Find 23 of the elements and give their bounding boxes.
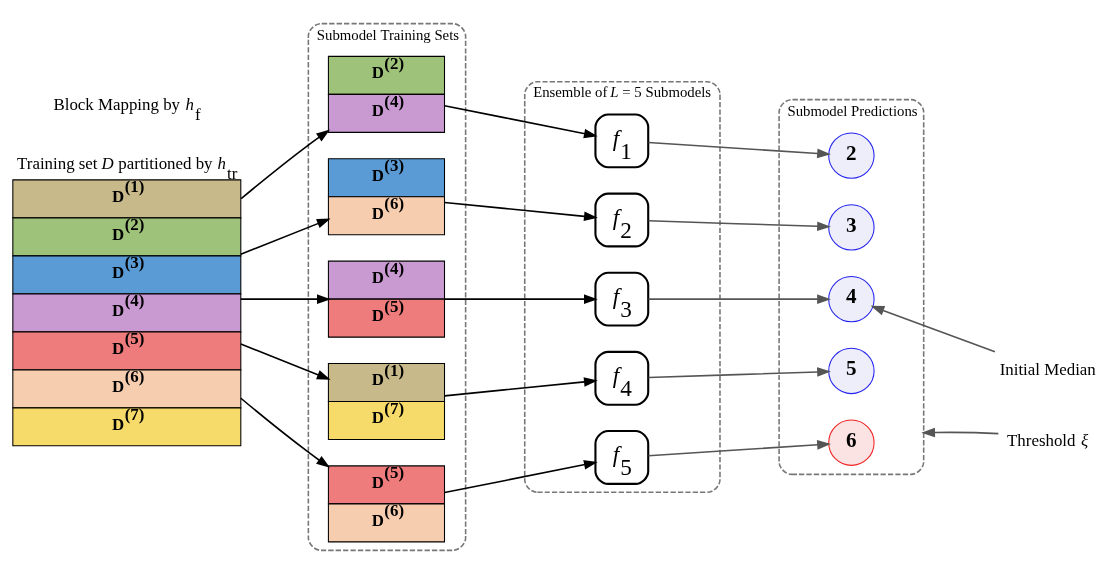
node-circle: 6 (828, 418, 875, 466)
arrow (921, 427, 1000, 437)
node-text: Initial Median (999, 359, 1096, 379)
arrow (240, 129, 330, 199)
arrow (443, 293, 598, 304)
arrow (647, 219, 831, 231)
arrow (443, 376, 598, 397)
arrow (647, 439, 831, 457)
node-circle: 4 (828, 275, 875, 322)
node-circle: 3 (828, 203, 875, 251)
node-circle: 2 (828, 131, 875, 179)
arrow (443, 104, 598, 138)
arrow (240, 396, 331, 468)
arrow (870, 305, 996, 353)
arrow (647, 141, 831, 158)
arrow (240, 218, 331, 255)
arrow (647, 366, 831, 378)
arrow (647, 293, 831, 304)
arrow (240, 342, 331, 380)
node-text: Threshold ξ (1007, 430, 1089, 450)
node-circle: 5 (828, 347, 875, 394)
arrow (240, 293, 331, 304)
arrow (443, 201, 598, 221)
